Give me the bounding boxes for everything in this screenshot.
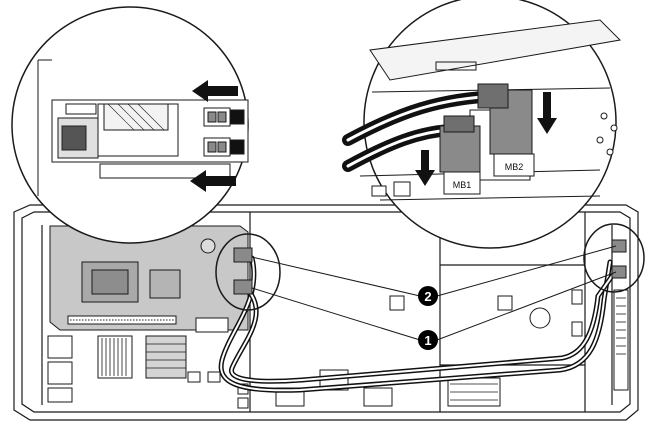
header-block bbox=[196, 318, 228, 332]
callout-1-number: 1 bbox=[424, 333, 431, 348]
battery bbox=[201, 239, 215, 253]
chipset bbox=[150, 270, 180, 298]
mb2-label: MB2 bbox=[505, 162, 524, 172]
callout-2: 2 bbox=[418, 286, 438, 306]
mb1-label: MB1 bbox=[453, 180, 472, 190]
callout-1: 1 bbox=[418, 330, 438, 350]
zoom-detail-controller bbox=[12, 7, 248, 243]
callout-2-number: 2 bbox=[424, 289, 431, 304]
